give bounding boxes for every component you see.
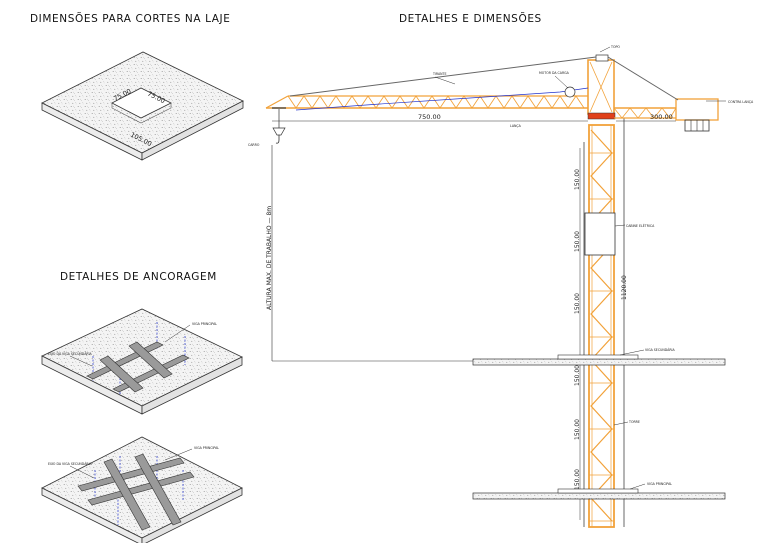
section-dim-1: 150.00 [574, 169, 581, 190]
section-dim-2: 150.00 [574, 231, 581, 252]
tower-top [587, 54, 615, 115]
title-slab-cuts: DIMENSÕES PARA CORTES NA LAJE [30, 12, 231, 25]
slewing-ring [587, 112, 616, 120]
jib [265, 95, 588, 109]
anchorage-detail-1: VIGA PRINCIPAL EIXO DA VIGA SECUNDÁRIA [41, 308, 243, 415]
floor-slab-upper [472, 358, 726, 366]
tower-height-dim: 1120.00 [621, 275, 628, 300]
label-motor: MOTOR DA CARGA [539, 71, 570, 75]
hoist-cable [295, 87, 589, 111]
label-lanca: LANÇA [510, 124, 522, 128]
jib-length-dim: 750.00 [418, 113, 441, 121]
jib-tie-rod [289, 56, 597, 97]
label-viga-secundaria: VIGA SECUNDÁRIA [645, 347, 675, 352]
anchorage-1-sec-label: EIXO DA VIGA SECUNDÁRIA [48, 351, 93, 356]
counter-jib [613, 98, 719, 132]
label-cabine: CABINE ELÉTRICA [626, 223, 655, 228]
section-dim-5: 150.00 [574, 419, 581, 440]
floor-slab-lower [472, 492, 726, 500]
tower-crane-elevation: 750.00 300.00 ALTURA MAX. DE TRABALHO — … [248, 45, 754, 528]
label-carro: CARRO [248, 143, 260, 147]
electrical-cabinet [584, 212, 616, 256]
section-dim-3: 150.00 [574, 293, 581, 314]
max-height-label: ALTURA MAX. DE TRABALHO — 8m [266, 206, 273, 310]
section-dim-4: 150.00 [574, 365, 581, 386]
tower-mast [588, 124, 615, 528]
slab-cut-drawing: 75.00 75.00 105.00 [41, 51, 244, 161]
title-anchorage-details: DETALHES DE ANCORAGEM [60, 271, 217, 283]
anchorage-1-beam-label: VIGA PRINCIPAL [192, 322, 217, 326]
anchorage-2-sec-label: EIXO DA VIGA SECUNDÁRIA [48, 461, 93, 466]
hoist-motor [564, 86, 576, 98]
label-contra-lanca: CONTRA LANÇA [728, 100, 754, 104]
section-dim-6: 150.00 [574, 469, 581, 490]
counter-tie-rod [607, 56, 679, 101]
label-torre: TORRE [628, 420, 640, 424]
anchorage-2-beam-label: VIGA PRINCIPAL [194, 446, 219, 450]
trolley-hook [272, 107, 286, 144]
counterweight [675, 98, 719, 121]
counter-jib-length-dim: 300.00 [650, 113, 673, 121]
anchorage-detail-2: VIGA PRINCIPAL EIXO DA VIGA SECUNDÁRIA [41, 436, 243, 546]
label-viga-principal: VIGA PRINCIPAL [647, 482, 672, 486]
label-topo: TOPO [610, 45, 620, 49]
label-tirante: TIRANTE [432, 72, 447, 76]
title-details-dimensions: DETALHES E DIMENSÕES [399, 12, 542, 25]
